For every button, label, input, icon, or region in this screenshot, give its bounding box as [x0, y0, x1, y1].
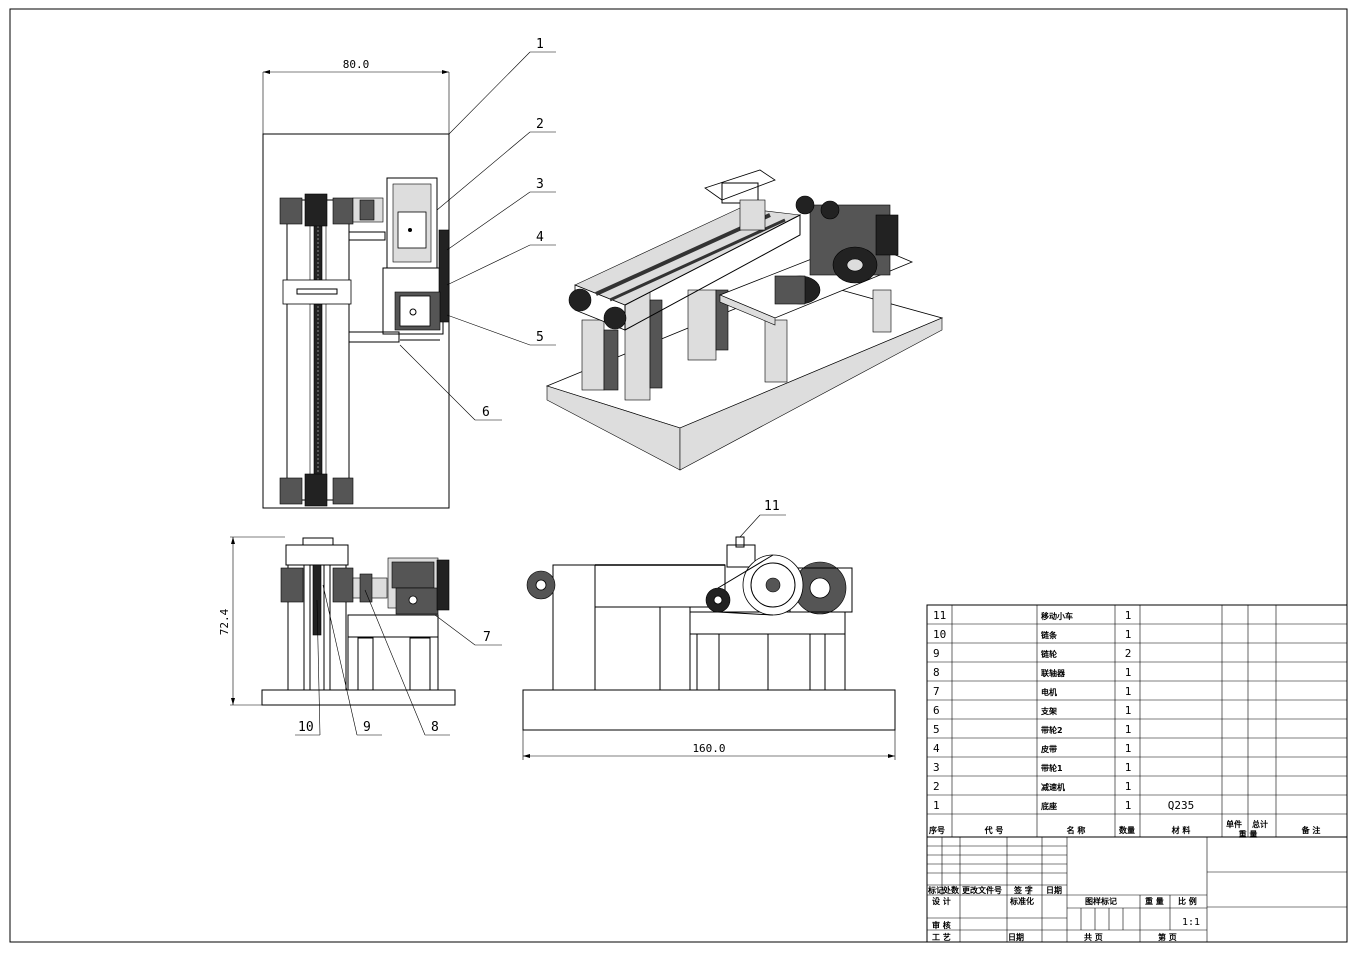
dim-height: 72.4 — [218, 608, 231, 635]
bom-cell-qty: 1 — [1125, 761, 1132, 774]
tb-scale-value: 1:1 — [1182, 917, 1200, 928]
tb-approve-date: 日期 — [1008, 932, 1024, 942]
top-view: 80.0 — [262, 58, 450, 509]
bom-cell-no: 5 — [933, 723, 940, 736]
dim-length: 160.0 — [692, 742, 725, 755]
tb-scale: 比 例 — [1178, 896, 1197, 906]
callouts-front: 11 — [739, 499, 786, 538]
bom-header-code: 代 号 — [984, 825, 1004, 835]
bom-cell-qty: 1 — [1125, 799, 1132, 812]
tb-process: 工 艺 — [932, 932, 951, 942]
callout-6: 6 — [482, 405, 490, 420]
bom-cell-no: 11 — [933, 609, 946, 622]
bom-table — [926, 604, 1348, 838]
front-view: 160.0 — [522, 536, 896, 760]
bom-header-total: 总计 — [1252, 819, 1268, 829]
bom-cell-name: 移动小车 — [1041, 611, 1073, 621]
tb-sheet: 第 页 — [1158, 932, 1177, 942]
tb-standard: 标准化 — [1009, 896, 1034, 906]
bom-header-unit: 单件 — [1226, 819, 1242, 829]
bom-cell-name: 带轮2 — [1041, 725, 1063, 735]
bom-header-qty: 数量 — [1119, 825, 1135, 835]
callout-8: 8 — [431, 720, 439, 735]
bom-cell-name: 链轮 — [1041, 649, 1057, 659]
side-view: 72.4 — [218, 536, 456, 706]
tb-mark: 标记 — [927, 885, 944, 895]
tb-zone: 更改文件号 — [962, 885, 1002, 895]
bom-cell-name: 皮带 — [1040, 744, 1057, 754]
bom-cell-no: 6 — [933, 704, 940, 717]
bom-cell-no: 7 — [933, 685, 940, 698]
callouts-top: 1 2 3 4 5 6 — [399, 37, 556, 421]
tb-count: 处数 — [942, 885, 960, 895]
callout-11: 11 — [764, 499, 780, 514]
tb-weight: 重 量 — [1145, 896, 1164, 906]
bom-header-weight: 重 量 — [1239, 829, 1258, 839]
bom-cell-name: 减速机 — [1041, 782, 1065, 792]
bom-cell-qty: 1 — [1125, 704, 1132, 717]
tb-stage: 图样标记 — [1085, 896, 1117, 906]
callout-10: 10 — [298, 720, 314, 735]
tb-sheets: 共 页 — [1084, 932, 1103, 942]
callout-2: 2 — [536, 117, 544, 132]
bom-cell-name: 带轮1 — [1041, 763, 1063, 773]
drawing-border — [9, 8, 1348, 943]
tb-sign: 签 字 — [1013, 885, 1033, 895]
bom-header-no: 序号 — [929, 825, 945, 835]
isometric-view — [545, 169, 944, 471]
bom-cell-name: 支架 — [1040, 706, 1057, 716]
callout-9: 9 — [363, 720, 371, 735]
bom-cell-no: 10 — [933, 628, 946, 641]
callout-4: 4 — [536, 230, 544, 245]
callout-5: 5 — [536, 330, 544, 345]
tb-check: 审 核 — [932, 920, 951, 930]
bom-cell-qty: 1 — [1125, 742, 1132, 755]
bom-cell-name: 电机 — [1041, 687, 1057, 697]
tb-design: 设 计 — [932, 896, 951, 906]
bom-cell-material: Q235 — [1168, 799, 1195, 812]
bom-cell-qty: 1 — [1125, 780, 1132, 793]
callout-1: 1 — [536, 37, 544, 52]
callout-3: 3 — [536, 177, 544, 192]
bom-cell-no: 1 — [933, 799, 940, 812]
bom-header-material: 材 料 — [1172, 825, 1191, 835]
bom-cell-qty: 1 — [1125, 666, 1132, 679]
callout-7: 7 — [483, 630, 491, 645]
bom-cell-qty: 2 — [1125, 647, 1132, 660]
bom-cell-qty: 1 — [1125, 609, 1132, 622]
bom-header-note: 备 注 — [1301, 825, 1321, 835]
bom-cell-qty: 1 — [1125, 723, 1132, 736]
bom-cell-no: 3 — [933, 761, 940, 774]
bom-cell-no: 9 — [933, 647, 940, 660]
callouts-side: 7 8 9 10 — [295, 584, 502, 736]
tb-date: 日期 — [1046, 885, 1062, 895]
bom-cell-qty: 1 — [1125, 628, 1132, 641]
bom-cell-no: 2 — [933, 780, 940, 793]
dim-top-width: 80.0 — [343, 58, 370, 71]
bom-cell-no: 4 — [933, 742, 940, 755]
bom-header-name: 名 称 — [1067, 825, 1086, 835]
title-block: 标记 处数 更改文件号 签 字 日期 设 计 标准化 图样标记 重 量 比 例 … — [926, 836, 1348, 943]
bom-cell-no: 8 — [933, 666, 940, 679]
bom-cell-name: 链条 — [1041, 630, 1058, 640]
bom-cell-name: 底座 — [1040, 801, 1057, 811]
bom-cell-qty: 1 — [1125, 685, 1132, 698]
bom-cell-name: 联轴器 — [1041, 668, 1066, 678]
